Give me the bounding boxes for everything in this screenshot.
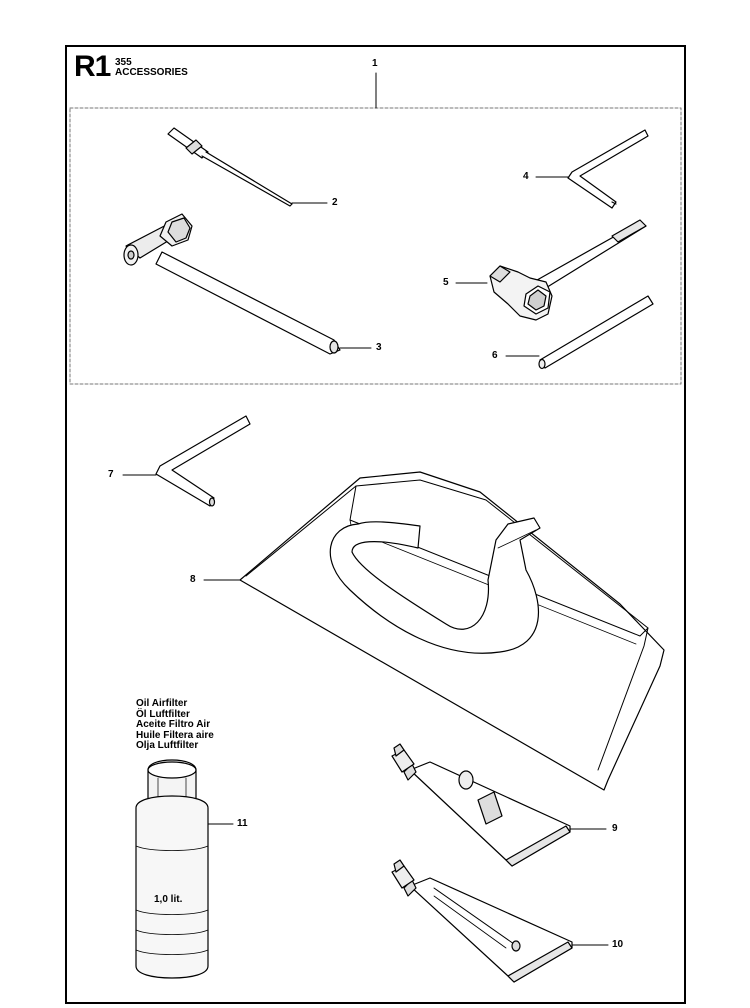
callout-11: 11 [237, 818, 248, 829]
page-title: ACCESSORIES [115, 67, 188, 78]
page-code: R1 [74, 50, 111, 83]
oil-label-line: Aceite Filtro Air [136, 719, 211, 730]
hex-key-small-part [567, 129, 649, 209]
callout-10: 10 [612, 939, 624, 950]
pin-rod-part [538, 295, 654, 370]
callout-6: 6 [492, 350, 498, 361]
callout-5: 5 [443, 277, 449, 288]
callout-7: 7 [108, 469, 114, 480]
callout-3: 3 [376, 342, 382, 353]
oil-label-line: Oil Airfilter [136, 698, 188, 709]
callout-9: 9 [612, 823, 618, 834]
screwdriver-part [167, 127, 293, 207]
callout-4: 4 [523, 171, 529, 182]
t-wrench-part [123, 213, 341, 355]
combination-spanner-part [489, 219, 647, 321]
oil-label-line: Huile Filtera aire [136, 729, 214, 741]
oil-label-line: Öl Luftfilter [136, 708, 190, 720]
callout-1: 1 [372, 58, 378, 69]
hex-key-large-part [155, 415, 251, 507]
grease-tube-part-9 [391, 743, 571, 867]
drawing-frame [65, 45, 686, 1004]
oil-bottle-part [135, 759, 209, 979]
oil-label-line: Olja Luftfilter [136, 740, 199, 751]
callout-2: 2 [332, 197, 338, 208]
tool-bag-part [239, 471, 665, 791]
callout-8: 8 [190, 574, 196, 585]
bottle-volume-label: 1,0 lit. [154, 894, 183, 905]
grease-tube-part-10 [391, 859, 573, 983]
oil-product-label: Oil Airfilter Öl Luftfilter Aceite Filtr… [136, 698, 214, 752]
model-number: 355 [115, 57, 132, 68]
